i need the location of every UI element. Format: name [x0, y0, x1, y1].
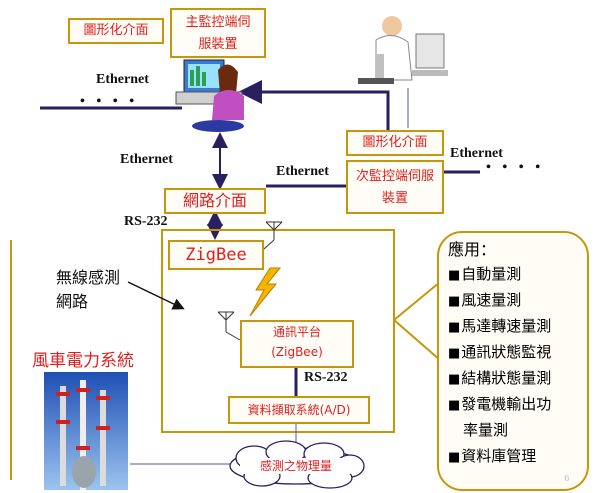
comm-platform-line1: 通訊平台: [272, 325, 321, 339]
arrow-sub-main: [238, 80, 390, 130]
comm-platform-box: 通訊平台 (ZigBee): [240, 320, 354, 368]
main-station-title: 主監控端伺服裝置: [185, 15, 251, 52]
ethernet-label-mid: Ethernet: [276, 164, 329, 179]
bracket-apps: [393, 279, 441, 363]
application-item: 資料庫管理: [448, 444, 584, 470]
wsn-label: 無線感測 網路: [56, 266, 120, 314]
ethernet-label-mid-left: Ethernet: [120, 152, 173, 167]
application-item: 馬達轉速量測: [448, 314, 584, 340]
network-interface-label: 網路介面: [182, 191, 247, 210]
network-interface-box: 網路介面: [164, 188, 266, 214]
wind-turbine-image: [44, 372, 128, 490]
application-item: 發電機輸出功: [448, 392, 584, 418]
zigbee-box: ZigBee: [168, 240, 264, 270]
application-item: 風速量測: [448, 288, 584, 314]
sub-gui-box: 圖形化介面: [346, 130, 444, 156]
page-number: 6: [564, 474, 570, 484]
antenna-comm: [217, 311, 241, 341]
ethernet-label-right: Ethernet: [450, 146, 503, 161]
sub-gui-label: 圖形化介面: [362, 135, 428, 150]
application-item: 率量測: [463, 421, 509, 439]
dots-right: • • • •: [486, 160, 545, 175]
application-item: 自動量測: [448, 262, 584, 288]
sensed-quantity-label: 感測之物理量: [259, 459, 332, 473]
rs232-label-bottom: RS-232: [304, 370, 348, 385]
sub-station-box: 次監控端伺服裝置: [346, 160, 444, 214]
application-item: 結構狀態量測: [448, 366, 584, 392]
applications-title: 應用：: [448, 240, 497, 259]
main-gui-label: 圖形化介面: [83, 23, 149, 38]
sub-station-title: 次監控端伺服裝置: [356, 169, 435, 206]
wsn-label-line2: 網路: [56, 292, 89, 311]
daq-label: 資料擷取系統(A/D): [247, 403, 351, 417]
zigbee-label: ZigBee: [185, 245, 247, 265]
main-gui-box: 圖形化介面: [68, 18, 164, 44]
left-accent-bar: [10, 240, 12, 480]
main-station-box: 主監控端伺服裝置: [170, 8, 266, 58]
applications-content: 應用： 自動量測風速量測馬達轉速量測通訊狀態監視結構狀態量測發電機輸出功率量測資…: [448, 238, 584, 470]
wsn-boundary: [161, 229, 395, 433]
rs232-label-top: RS-232: [124, 214, 168, 229]
applications-list: 自動量測風速量測馬達轉速量測通訊狀態監視結構狀態量測發電機輸出功率量測資料庫管理: [448, 262, 584, 470]
application-item: 通訊狀態監視: [448, 340, 584, 366]
lightning-bolt-icon: [249, 267, 282, 317]
wsn-label-line1: 無線感測: [56, 268, 121, 287]
wind-power-title: 風車電力系統: [32, 351, 134, 371]
comm-platform-line2: (ZigBee): [271, 345, 323, 359]
operator-icon: [358, 16, 448, 84]
daq-box: 資料擷取系統(A/D): [228, 396, 370, 424]
dots-left: • • • •: [80, 94, 139, 109]
ethernet-label-top-left: Ethernet: [96, 72, 149, 87]
workstation-icon: [175, 59, 244, 132]
arrow-wsn: [127, 281, 185, 310]
